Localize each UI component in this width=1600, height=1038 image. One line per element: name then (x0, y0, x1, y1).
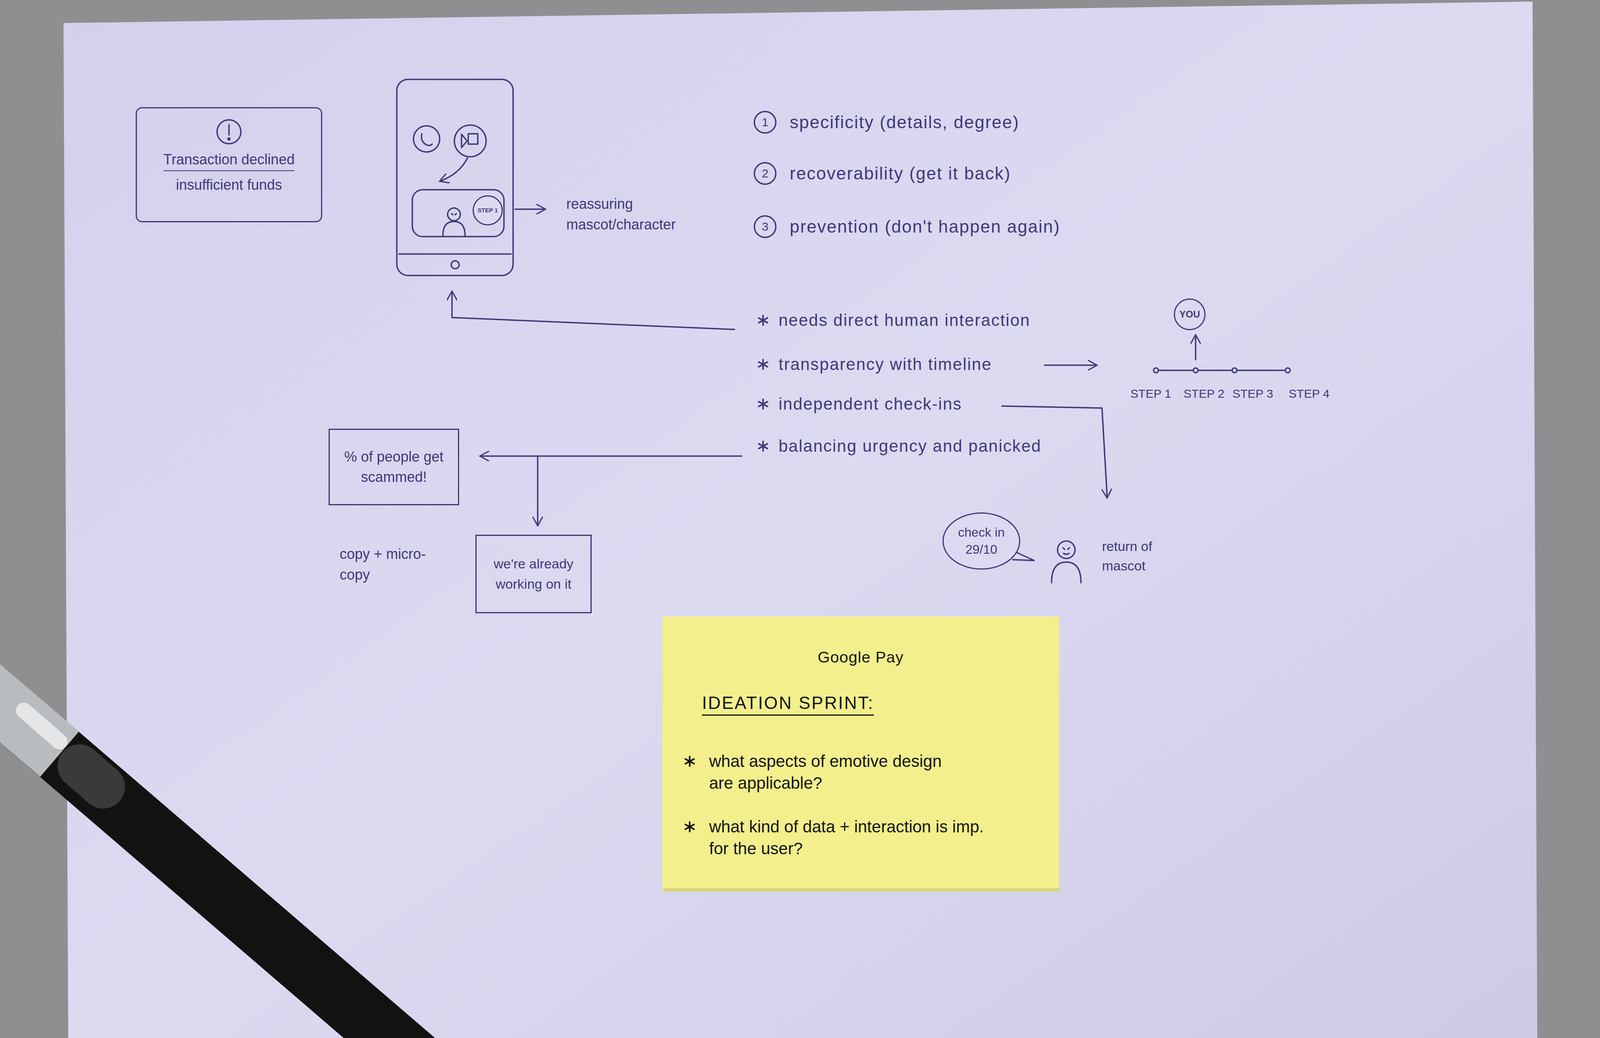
phone-sketch (396, 79, 514, 276)
node-text: what kind of data + interaction is imp. … (709, 815, 995, 860)
node-text: what aspects of emotive design are appli… (709, 750, 964, 794)
annotation-text: copy + micro-copy (339, 543, 431, 585)
callout-number: 1 (761, 116, 769, 129)
bullet-asterisks (758, 315, 768, 451)
node-heading: YOU (1179, 308, 1200, 320)
warning-icon (217, 119, 241, 144)
callout-number: 2 (761, 167, 769, 180)
callout-number: 3 (761, 220, 769, 233)
pen (0, 682, 429, 1038)
note-box: % of people get scammed! (328, 428, 460, 506)
bullet-text: needs direct human interaction (778, 308, 1031, 333)
timeline (1153, 335, 1291, 373)
number-circle (754, 215, 776, 238)
principle-text: specificity (details, degree) (789, 109, 1020, 135)
bullet-text: transparency with timeline (778, 352, 993, 377)
node-heading: STEP 1 (477, 207, 498, 214)
timeline-step: STEP 1 (1130, 387, 1172, 400)
annotation-text: return of mascot (1101, 536, 1194, 576)
number-circle (754, 111, 776, 133)
speech-bubble: check in 29/10 (942, 512, 1021, 570)
node-heading: % of people get scammed! (337, 446, 450, 487)
node-text: IDEATION SPRINT: (701, 692, 874, 716)
principle-text: prevention (don't happen again) (789, 213, 1061, 240)
leader-arrow (1044, 364, 1097, 366)
leader-arrow (451, 292, 735, 330)
node-heading: Google Pay (662, 648, 1060, 666)
bullet-asterisks (685, 756, 695, 832)
timeline-step: STEP 4 (1288, 387, 1330, 400)
annotation-text: reassuring mascot/character (566, 193, 710, 235)
principle-text: recoverability (get it back) (789, 160, 1011, 187)
sticky-note: Google PayIDEATION SPRINT: what aspects o… (662, 616, 1060, 890)
node-heading: we're already working on it (483, 553, 584, 595)
sticky-shadow (663, 888, 1060, 892)
node-text: insufficient funds (144, 176, 314, 194)
mascot-figure (1051, 540, 1081, 583)
node-heading: Transaction declined (163, 151, 295, 172)
bullet-text: independent check-ins (778, 392, 962, 417)
leader-arrow (515, 208, 545, 210)
timeline-step: STEP 3 (1232, 387, 1274, 400)
speech-bubble: STEP 1 (472, 195, 503, 226)
you-circle: YOU (1173, 298, 1206, 331)
paper-sheet (63, 1, 1538, 1038)
node-heading: check in 29/10 (951, 523, 1012, 558)
alert-box: Transaction declined insufficient funds (135, 107, 323, 223)
sticky-note-paper (662, 616, 1060, 890)
number-circle (754, 162, 776, 185)
bullet-text: balancing urgency and panicked (778, 434, 1042, 459)
timeline-step: STEP 2 (1183, 387, 1225, 400)
leader-arrow (480, 455, 742, 525)
note-box: we're already working on it (475, 534, 592, 614)
